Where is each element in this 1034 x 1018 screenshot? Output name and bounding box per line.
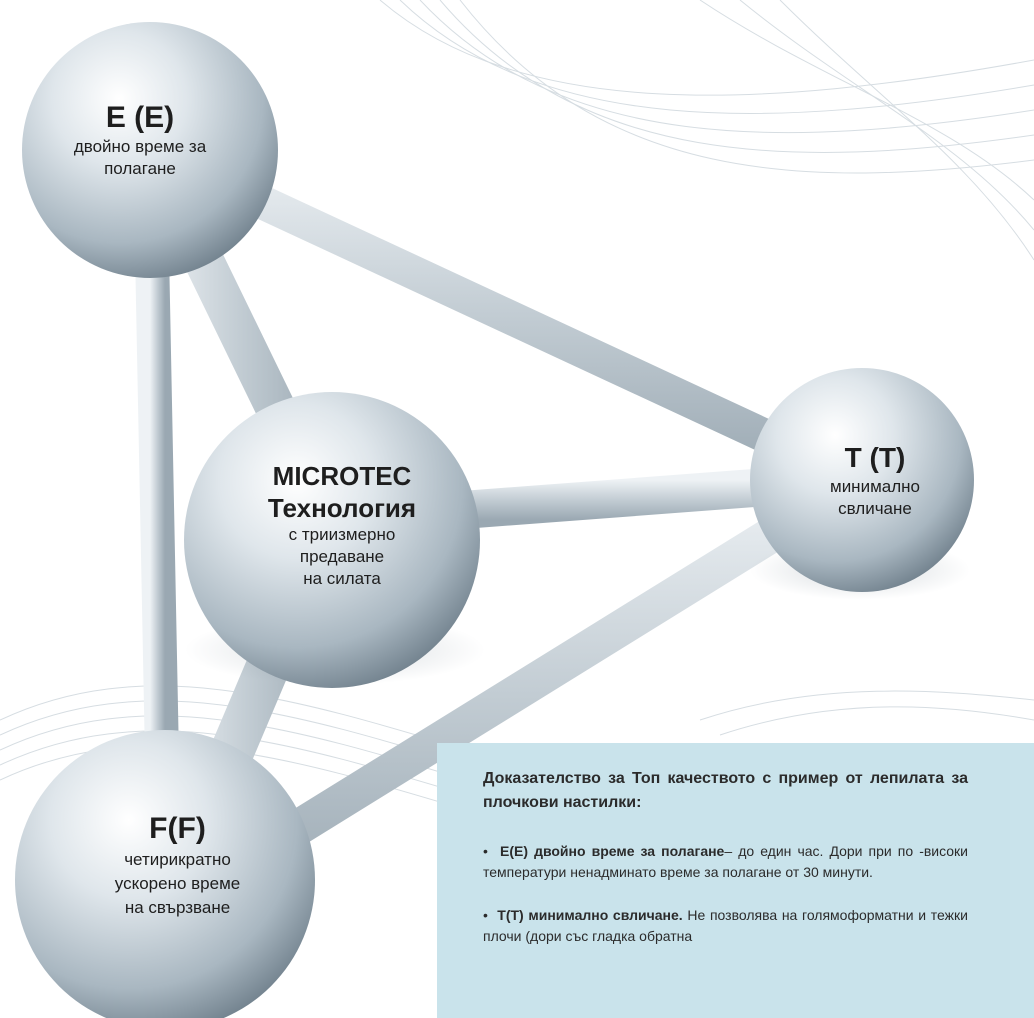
sphere-f-title: F(F) <box>149 812 206 845</box>
sphere-e-line-2: полагане <box>104 159 176 178</box>
sphere-t <box>750 368 974 592</box>
sphere-microtec-line-3: на силата <box>303 569 381 588</box>
sphere-microtec <box>184 392 480 688</box>
sphere-f-line-3: на свързване <box>124 898 231 917</box>
info-item-text: Не позволява на голямоформатни и тежки п… <box>483 907 968 944</box>
info-item: • E(E) двойно време за полагане– до един… <box>483 841 968 883</box>
sphere-microtec-line-1: с триизмерно <box>288 525 396 544</box>
sphere-f-label: F(F) четирикратно ускорено време на свър… <box>60 810 295 920</box>
sphere-microtec-title-1: MICROTEC <box>272 461 412 491</box>
info-item: • T(T) минимално свличане. Не позволява … <box>483 905 968 947</box>
info-title: Доказателство за Топ качеството с пример… <box>483 770 968 811</box>
sphere-e-label: E (E) двойно време за полагане <box>40 100 240 180</box>
info-box: Доказателство за Топ качеството с пример… <box>437 743 1034 1018</box>
rod-e-t <box>133 133 877 497</box>
sphere-f <box>15 730 315 1018</box>
sphere-e <box>22 22 278 278</box>
sphere-t-line-1: минимално <box>830 477 920 496</box>
sphere-e-line-1: двойно време за <box>73 137 207 156</box>
info-item-heading: T(T) минимално свличане. <box>497 907 683 923</box>
sphere-f-line-1: четирикратно <box>124 850 231 869</box>
sphere-t-title: T (T) <box>844 442 906 473</box>
sphere-f-line-2: ускорено време <box>114 874 241 893</box>
bullet: • <box>483 843 488 859</box>
sphere-t-label: T (T) минимално свличане <box>775 440 975 520</box>
sphere-microtec-line-2: предаване <box>299 547 385 566</box>
sphere-t-line-2: свличане <box>838 499 912 518</box>
info-item-heading: E(E) двойно време за полагане <box>500 843 725 859</box>
info-item-text: – до един час. Дори при по -високи темпе… <box>483 843 969 880</box>
bullet: • <box>483 907 488 923</box>
sphere-microtec-title-2: Технология <box>267 493 417 523</box>
sphere-microtec-label: MICROTEC Технология с триизмерно предава… <box>217 460 467 590</box>
sphere-e-title: E (E) <box>105 101 175 134</box>
